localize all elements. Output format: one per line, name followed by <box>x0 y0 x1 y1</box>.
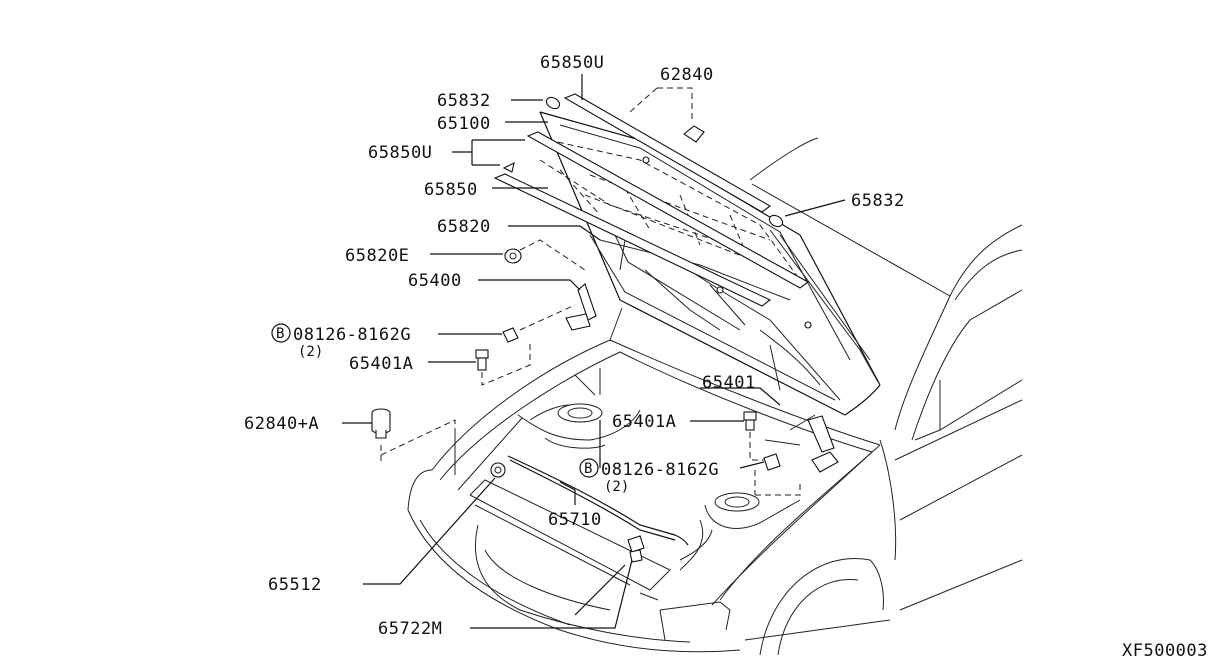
label-insulator-clip: 62840 <box>660 65 714 85</box>
bolt-marker-left <box>271 323 291 343</box>
label-hood-lock: 65722M <box>378 619 442 639</box>
label-seal-end-right: 65832 <box>851 191 905 211</box>
label-bolt-right: 08126-8162G <box>601 460 719 480</box>
callout-labels: 65850U 62840 65832 65100 65850U 65850 65… <box>244 53 1208 661</box>
label-bumper-rubber: 65512 <box>268 575 322 595</box>
label-clip-bumper: 62840+A <box>244 414 319 434</box>
label-bolt-marker-right: B <box>584 461 592 477</box>
figure-code: XF500003 <box>1122 641 1208 661</box>
label-seal-end-left: 65832 <box>437 91 491 111</box>
label-bolt-marker-left: B <box>276 326 284 342</box>
label-hinge-bolt-right: 65401A <box>612 412 676 432</box>
bolt-marker-right <box>579 458 599 478</box>
hood-assembly-drawing <box>493 93 881 473</box>
label-bolt-right-qty: (2) <box>604 479 629 495</box>
label-hinge-right: 65401 <box>702 373 756 393</box>
leader-lines <box>342 74 846 629</box>
label-insulator-clip-e: 65820E <box>345 246 409 266</box>
label-bolt-left-qty: (2) <box>298 344 323 360</box>
label-bolt-left: 08126-8162G <box>293 325 411 345</box>
label-hinge: 65400 <box>408 271 462 291</box>
label-hood-seal-upper: 65850U <box>540 53 604 73</box>
label-hood-seal: 65850 <box>424 180 478 200</box>
loose-parts-drawing <box>371 248 781 563</box>
label-hood-panel: 65100 <box>437 114 491 134</box>
label-hood-seal-side: 65850U <box>368 143 432 163</box>
label-hinge-bolt-left: 65401A <box>349 354 413 374</box>
label-release-cable: 65710 <box>548 510 602 530</box>
car-body-drawing <box>407 137 1023 656</box>
label-hood-insulator: 65820 <box>437 217 491 237</box>
